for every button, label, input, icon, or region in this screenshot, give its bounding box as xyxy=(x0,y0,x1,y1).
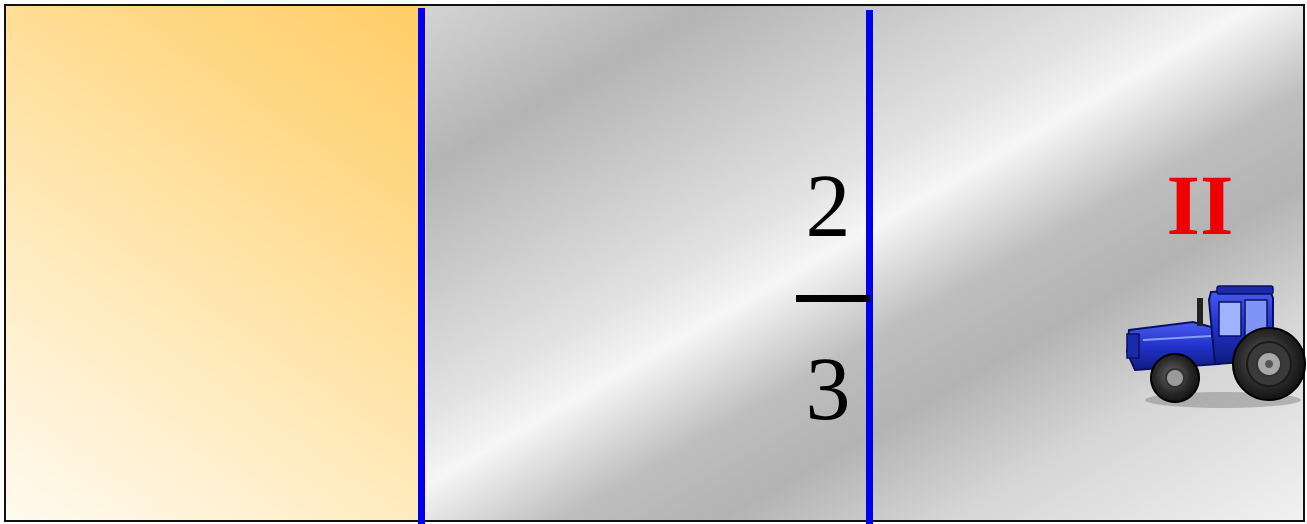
tractor-icon xyxy=(1123,278,1307,410)
divider-line-2 xyxy=(866,10,873,524)
remaining-region xyxy=(426,6,1303,520)
fraction-bar xyxy=(796,295,870,302)
fraction-denominator: 3 xyxy=(783,345,873,435)
fraction-numerator: 2 xyxy=(783,162,873,252)
part-label: II xyxy=(1140,162,1260,248)
divider-line-1 xyxy=(418,8,425,524)
field xyxy=(4,4,1305,522)
plowed-region xyxy=(6,6,426,520)
